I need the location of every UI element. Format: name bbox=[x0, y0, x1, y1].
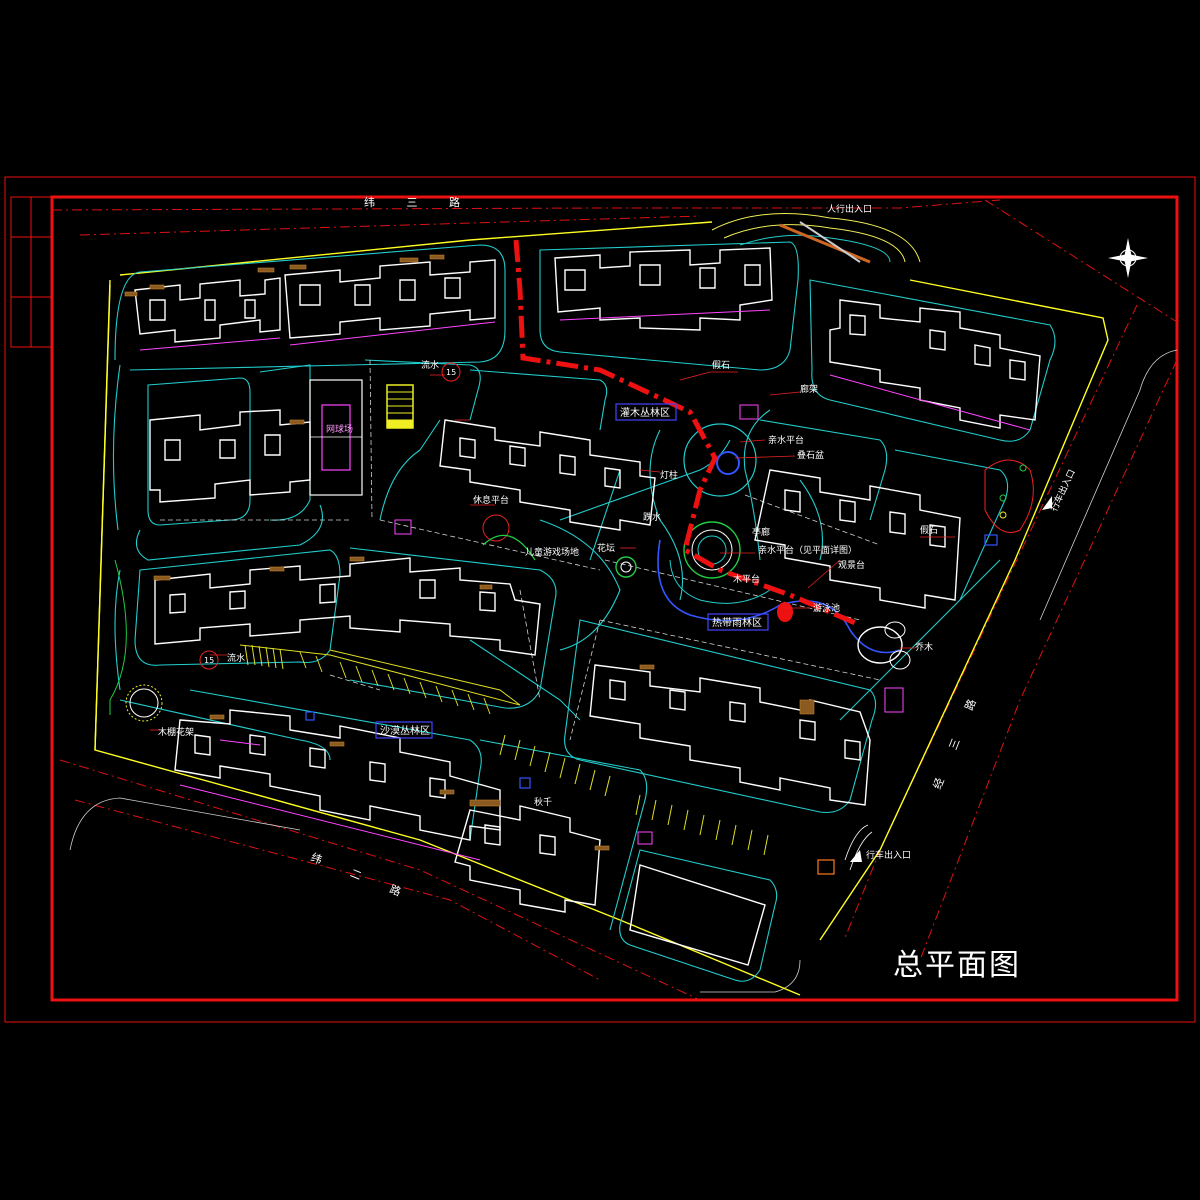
label-waterfall: 跌水 bbox=[643, 511, 661, 523]
label-trees: 乔木 bbox=[915, 641, 933, 653]
label-water-platform: 亲水平台（见平面详图） bbox=[758, 544, 857, 556]
compass-icon bbox=[1108, 238, 1148, 278]
inner-frame bbox=[50, 195, 1179, 1002]
vehicle-entrance-bottom: 行车出入口 bbox=[850, 849, 911, 862]
label-shelter: 亭廊 bbox=[752, 526, 770, 538]
label-wood-deck: 木平台 bbox=[733, 573, 760, 585]
pedestrian-entrance bbox=[711, 213, 921, 264]
walkways bbox=[109, 241, 1056, 982]
drawing-title: 总平面图 bbox=[893, 948, 1021, 983]
main-axis-path bbox=[513, 239, 861, 628]
label-children-play: 儿童游戏场地 bbox=[525, 546, 579, 558]
hatched-areas bbox=[239, 384, 769, 856]
label-swimming: 游泳池 bbox=[813, 602, 840, 614]
zone-desert: 沙漠丛林区 bbox=[375, 721, 433, 739]
section-badge-2: 15 bbox=[199, 650, 219, 670]
outer-frame bbox=[4, 176, 1196, 1023]
zone-tropical: 热带雨林区 bbox=[707, 613, 769, 631]
road-label-bottom: 纬 二 路 bbox=[309, 851, 416, 904]
label-tennis-court: 网球场 bbox=[326, 423, 353, 435]
svg-text:热带雨林区: 热带雨林区 bbox=[712, 616, 762, 629]
svg-text:15: 15 bbox=[446, 368, 456, 377]
label-swings: 秋千 bbox=[534, 796, 552, 808]
planters bbox=[124, 254, 815, 851]
svg-text:15: 15 bbox=[204, 656, 214, 665]
site-boundary bbox=[94, 221, 1109, 996]
label-stream: 流水 bbox=[421, 359, 439, 371]
label-rock-pile: 叠石盆 bbox=[797, 449, 824, 461]
road-lines bbox=[51, 199, 1178, 1001]
road-label-right: 经 三 路 bbox=[931, 684, 984, 791]
svg-text:灌木丛林区: 灌木丛林区 bbox=[620, 406, 670, 419]
label-stream-2: 流水 bbox=[227, 652, 245, 664]
road-label-top: 纬 三 路 bbox=[364, 196, 474, 209]
svg-text:行车出入口: 行车出入口 bbox=[866, 849, 911, 861]
label-flower-bed: 花坛 bbox=[597, 542, 615, 554]
label-pergola: 廊架 bbox=[800, 383, 818, 395]
svg-text:沙漠丛林区: 沙漠丛林区 bbox=[380, 724, 430, 737]
leaders bbox=[150, 371, 955, 731]
label-rest-platform: 休息平台 bbox=[473, 494, 509, 506]
label-wood-platform: 亲水平台 bbox=[768, 434, 804, 446]
section-badge-1: 15 bbox=[441, 362, 461, 382]
buildings bbox=[134, 247, 1041, 966]
label-rockery-2: 假石 bbox=[920, 525, 938, 536]
vehicle-entrance-right: 行车出入口 bbox=[1042, 467, 1078, 513]
zone-shrub: 灌木丛林区 bbox=[615, 403, 677, 421]
paving-dashes bbox=[160, 359, 881, 741]
label-flower-gallery: 木棚花架 bbox=[158, 726, 194, 738]
label-rockery-1: 假石 bbox=[712, 360, 730, 371]
label-view-platform: 观景台 bbox=[838, 559, 865, 571]
title-block bbox=[10, 196, 53, 348]
svg-text:行车出入口: 行车出入口 bbox=[1048, 467, 1078, 513]
label-lamp: 灯柱 bbox=[660, 469, 678, 481]
pedestrian-entrance-label: 人行出入口 bbox=[827, 203, 872, 215]
water-features bbox=[125, 404, 1034, 875]
